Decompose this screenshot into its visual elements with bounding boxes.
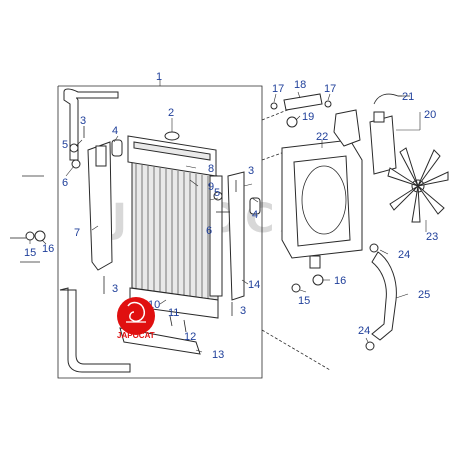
- callout-22: 22: [316, 131, 328, 143]
- reservoir-hose: [373, 93, 410, 105]
- right-side-tank: [209, 175, 223, 297]
- callout-5b: 5: [214, 187, 220, 199]
- callout-3c: 3: [112, 283, 118, 295]
- grommet-5b: [213, 191, 223, 201]
- callout-6b: 6: [206, 225, 212, 237]
- shroud-clip: [309, 255, 321, 269]
- washer-15a: [25, 231, 35, 241]
- reservoir-cap: [373, 111, 385, 123]
- clamp-17b: [324, 100, 332, 108]
- callout-18: 18: [294, 79, 306, 91]
- callout-12: 12: [184, 331, 196, 343]
- assembly-leaders: [261, 104, 331, 371]
- callout-3d: 3: [240, 305, 246, 317]
- callout-17b: 17: [324, 83, 336, 95]
- callout-25: 25: [418, 289, 430, 301]
- lower-hose: [371, 251, 397, 341]
- cooling-fan: [387, 147, 449, 223]
- callout-2: 2: [168, 107, 174, 119]
- callout-15a: 15: [24, 247, 36, 259]
- callout-24b: 24: [358, 325, 370, 337]
- coolant-reservoir: [369, 115, 397, 175]
- callout-14: 14: [248, 279, 260, 291]
- clamp-17a: [270, 102, 278, 110]
- seal-top: [63, 88, 119, 99]
- callout-8: 8: [208, 163, 214, 175]
- callout-15b: 15: [298, 295, 310, 307]
- callout-6a: 6: [62, 177, 68, 189]
- callout-1: 1: [156, 71, 162, 83]
- callout-23: 23: [426, 231, 438, 243]
- japocat-logo: JAPOCAT: [117, 297, 155, 340]
- radiator-cap: [164, 131, 180, 141]
- callout-17a: 17: [272, 83, 284, 95]
- callout-16a: 16: [42, 243, 54, 255]
- callout-4a: 4: [112, 125, 118, 137]
- callout-leaders: [29, 91, 427, 353]
- clamp-24a: [369, 243, 379, 253]
- gasket-19: [286, 116, 298, 128]
- assembly-frame: [57, 85, 263, 379]
- shroud-ring: [301, 165, 347, 235]
- left-bracket-clip: [95, 145, 107, 167]
- left-bushing: [111, 139, 123, 157]
- callout-20: 20: [424, 109, 436, 121]
- callout-24a: 24: [398, 249, 410, 261]
- callout-16b: 16: [334, 275, 346, 287]
- grommet-16b: [312, 274, 324, 286]
- clamp-24b: [365, 341, 375, 351]
- grommet-16a: [34, 230, 46, 242]
- callout-3b: 3: [248, 165, 254, 177]
- callout-19: 19: [302, 111, 314, 123]
- callout-13: 13: [212, 349, 224, 361]
- washer-15b: [291, 283, 301, 293]
- callout-11: 11: [168, 307, 179, 319]
- drain-plug-11: [169, 315, 173, 327]
- upper-hose: [283, 93, 323, 111]
- logo-text: JAPOCAT: [117, 331, 155, 340]
- callout-5a: 5: [62, 139, 68, 151]
- upper-tank-ribs: [133, 141, 211, 161]
- left-side-bracket: [87, 141, 113, 271]
- callout-7: 7: [74, 227, 80, 239]
- right-side-bracket: [227, 171, 245, 301]
- callout-21: 21: [402, 91, 414, 103]
- thermostat-housing: [333, 109, 361, 147]
- callout-3a: 3: [80, 115, 86, 127]
- callout-9: 9: [208, 181, 214, 193]
- bolt-12: [183, 319, 187, 333]
- seal-lower-left: [59, 287, 131, 373]
- callout-4b: 4: [252, 209, 258, 221]
